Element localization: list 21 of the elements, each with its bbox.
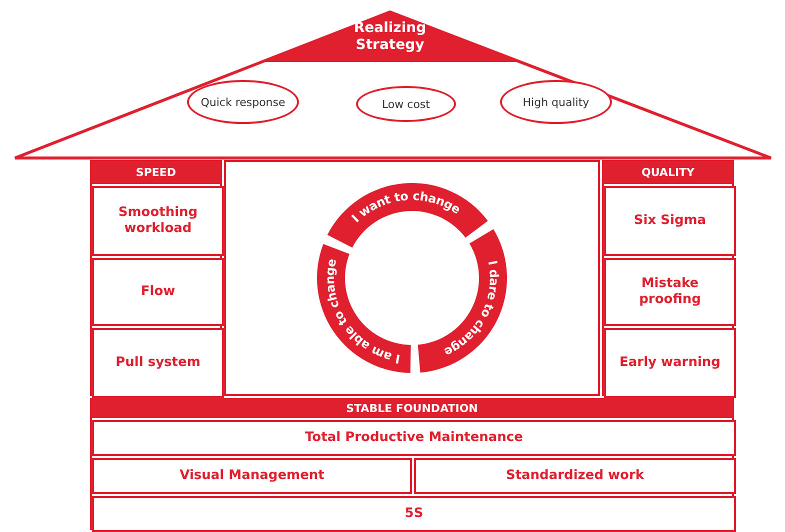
pillar-block: Total Productive Maintenance [92, 420, 736, 456]
pillar-block: Standardized work [414, 458, 736, 494]
pillar-block: 5S [92, 496, 736, 532]
pillar-header: STABLE FOUNDATION [90, 398, 734, 418]
pillar [602, 160, 734, 396]
ring-segment [418, 229, 507, 373]
pillar-block: Six Sigma [604, 186, 736, 256]
ring-segment [317, 244, 411, 373]
roof-title: Realizing Strategy [352, 20, 428, 54]
ring-segment [327, 183, 488, 248]
pillar [90, 160, 222, 396]
pillar-header: QUALITY [602, 160, 734, 184]
pillar-block: Flow [92, 258, 224, 326]
pillar-block: Early warning [604, 328, 736, 398]
pillar [90, 398, 734, 530]
pillar-block: Visual Management [92, 458, 412, 494]
pillar-block: Mistake proofing [604, 258, 736, 326]
pillar-block: Pull system [92, 328, 224, 398]
pillar-header: SPEED [90, 160, 222, 184]
pillar-block: Smoothing workload [92, 186, 224, 256]
roof [12, 10, 774, 160]
